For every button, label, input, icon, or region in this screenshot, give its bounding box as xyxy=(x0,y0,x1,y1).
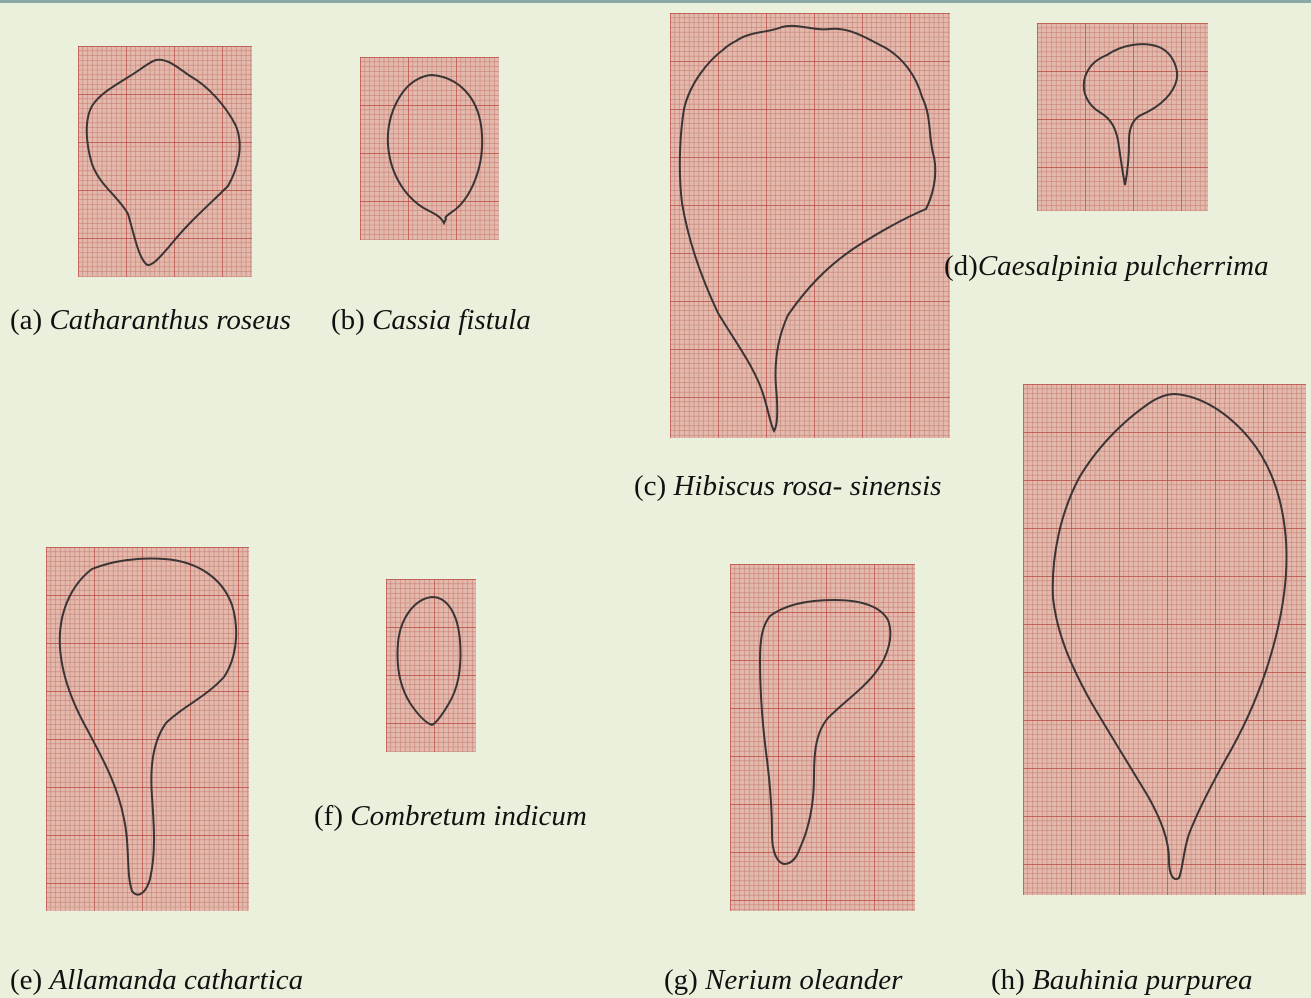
petal-tracing-f xyxy=(386,579,476,752)
caption-g-letter: (g) xyxy=(664,964,698,996)
caption-f-species: Combretum indicum xyxy=(350,800,587,832)
petal-tracing-a xyxy=(78,46,252,277)
caption-b-species: Cassia fistula xyxy=(372,304,531,336)
caption-d-species: Caesalpinia pulcherrima xyxy=(978,250,1269,282)
petal-tracing-e xyxy=(46,547,249,911)
caption-h-letter: (h) xyxy=(991,964,1025,996)
caption-g: (g) Nerium oleander xyxy=(664,966,902,995)
petal-tracing-b xyxy=(360,57,499,240)
caption-f-letter: (f) xyxy=(314,800,343,832)
caption-a-letter: (a) xyxy=(10,304,42,336)
petal-tracing-c xyxy=(670,13,950,438)
petal-tracing-h xyxy=(1023,384,1306,895)
caption-c-species: Hibiscus rosa- sinensis xyxy=(673,470,941,502)
caption-f: (f) Combretum indicum xyxy=(314,802,587,831)
petal-tracing-g xyxy=(730,564,915,911)
caption-b: (b) Cassia fistula xyxy=(331,306,531,335)
caption-a-species: Catharanthus roseus xyxy=(49,304,290,336)
caption-g-species: Nerium oleander xyxy=(705,964,902,996)
top-accent-rule xyxy=(0,0,1311,3)
caption-c: (c) Hibiscus rosa- sinensis xyxy=(634,472,941,501)
petal-tracing-d xyxy=(1037,23,1208,211)
caption-h-species: Bauhinia purpurea xyxy=(1032,964,1252,996)
caption-a: (a) Catharanthus roseus xyxy=(10,306,291,335)
caption-e: (e) Allamanda cathartica xyxy=(10,966,303,995)
caption-d-letter: (d) xyxy=(944,250,978,282)
caption-b-letter: (b) xyxy=(331,304,365,336)
caption-c-letter: (c) xyxy=(634,470,666,502)
caption-e-letter: (e) xyxy=(10,964,42,996)
caption-d: (d)Caesalpinia pulcherrima xyxy=(944,252,1269,281)
caption-h: (h) Bauhinia purpurea xyxy=(991,966,1253,995)
caption-e-species: Allamanda cathartica xyxy=(49,964,303,996)
